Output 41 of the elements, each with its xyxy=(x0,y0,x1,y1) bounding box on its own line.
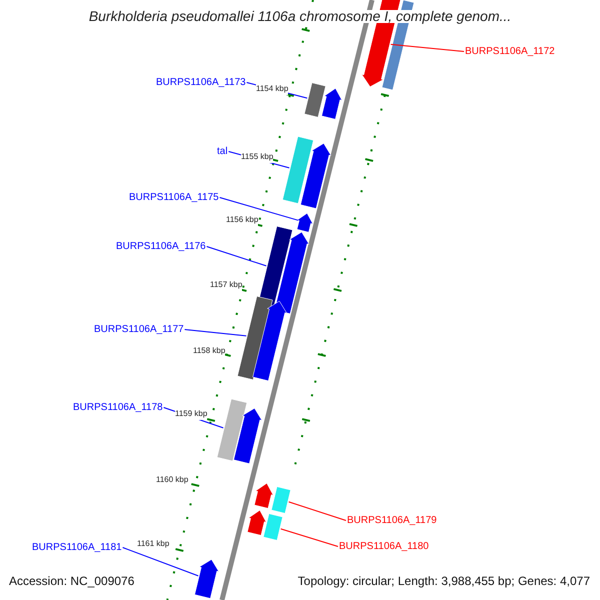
scale-label: 1154 kbp xyxy=(256,82,288,95)
gene-glyph xyxy=(304,82,326,118)
leader-line xyxy=(219,197,299,221)
gene-label: BURPS1106A_1176 xyxy=(116,240,206,253)
gene-glyph xyxy=(300,143,332,209)
scale-label: 1161 kbp xyxy=(137,537,170,550)
gene-glyph xyxy=(237,296,273,380)
gene-label: BURPS1106A_1173 xyxy=(156,76,246,89)
gene-glyph xyxy=(252,300,288,382)
gene-glyph xyxy=(263,513,283,541)
scale-label: 1157 kbp xyxy=(210,278,242,291)
topology-text: Topology: circular; Length: 3,988,455 bp; Genes: 4,077 xyxy=(298,575,590,588)
gene-glyph xyxy=(254,483,274,509)
accession-text: Accession: NC_009076 xyxy=(9,575,134,588)
gene-glyph xyxy=(282,136,314,204)
gene-glyph xyxy=(194,559,220,599)
gene-glyph xyxy=(296,213,314,232)
gene-glyph xyxy=(321,88,342,120)
gene-label: BURPS1106A_1178 xyxy=(73,401,163,414)
gene-label: BURPS1106A_1175 xyxy=(129,191,219,204)
leader-line xyxy=(280,528,338,547)
leader-line xyxy=(206,246,267,266)
scale-label: 1156 kbp xyxy=(226,213,258,226)
gene-label: BURPS1106A_1177 xyxy=(94,323,184,336)
gene-label: BURPS1106A_1172 xyxy=(465,45,555,58)
leader-line xyxy=(184,329,247,336)
gene-label: BURPS1106A_1180 xyxy=(339,540,429,553)
scale-label: 1158 kbp xyxy=(193,344,226,357)
scale-label: 1155 kbp xyxy=(241,150,274,163)
leader-line xyxy=(288,501,346,521)
gene-glyph xyxy=(233,408,262,464)
gene-label: BURPS1106A_1179 xyxy=(347,514,437,527)
gene-label: tal xyxy=(217,145,228,158)
gene-glyph xyxy=(216,398,248,462)
gene-glyph xyxy=(247,510,266,536)
gene-glyph xyxy=(274,232,310,314)
scale-label: 1160 kbp xyxy=(156,473,188,486)
scale-label: 1159 kbp xyxy=(175,407,208,420)
gene-glyph xyxy=(271,486,291,514)
gene-label: BURPS1106A_1181 xyxy=(32,541,122,554)
leader-line xyxy=(122,547,199,576)
